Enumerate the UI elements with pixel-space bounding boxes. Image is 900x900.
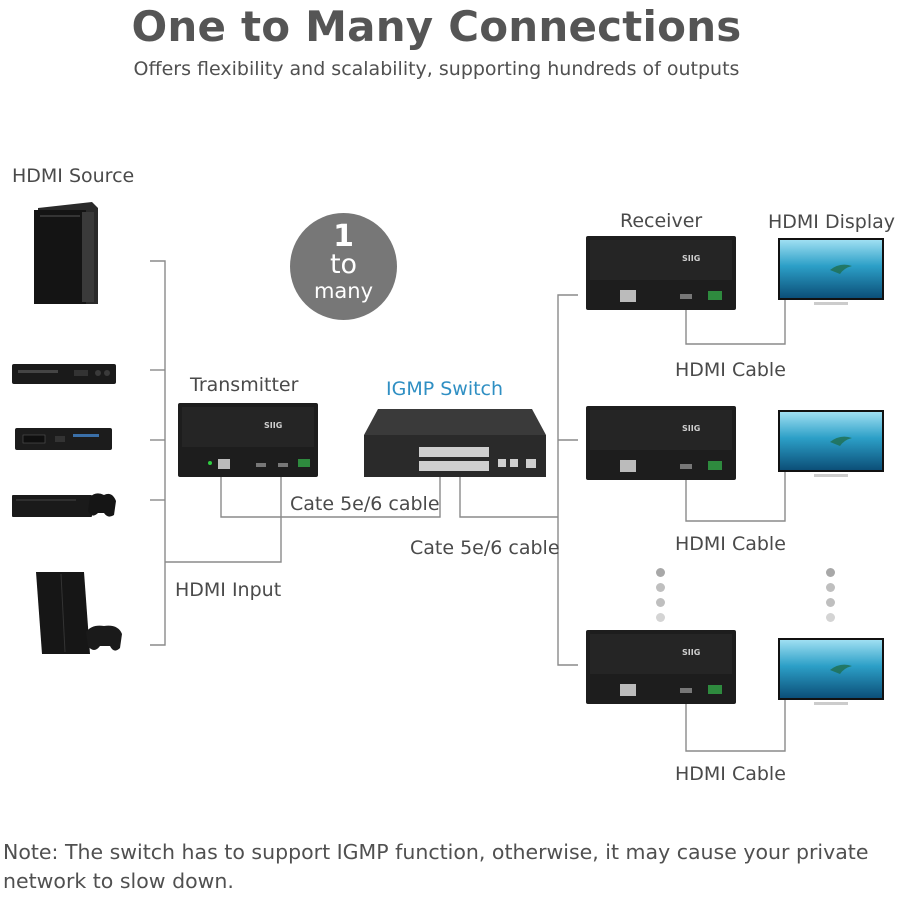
receiver-2-rj45-port <box>620 460 636 472</box>
receiver-device-1: SIIG <box>586 236 736 310</box>
page-subtitle: Offers flexibility and scalability, supp… <box>133 58 740 80</box>
display-monitor-1 <box>778 238 884 305</box>
igmp-switch-label: IGMP Switch <box>386 378 504 400</box>
display-ellipsis <box>826 568 835 622</box>
receiver-3-top <box>590 634 732 674</box>
one-to-many-badge: 1 to many <box>290 213 397 320</box>
receiver-3-ir-port <box>708 685 722 694</box>
cat-cable-label-switch: Cate 5e/6 cable <box>410 537 560 559</box>
receiver-3-rj45-port <box>620 684 636 696</box>
set-top-box-icon <box>15 428 112 450</box>
receiver-1-rj45-port <box>620 290 636 302</box>
switch-out-line <box>459 477 558 518</box>
igmp-switch-device <box>364 409 546 477</box>
transmitter-cat-line <box>220 470 441 518</box>
receiver-label: Receiver <box>620 210 703 232</box>
badge-line-2: many <box>313 279 374 303</box>
hdmi-cable-label-1: HDMI Cable <box>675 359 786 381</box>
hdmi-input-line <box>165 473 282 563</box>
receiver-2-top <box>590 410 732 450</box>
transmitter-device: SIIG <box>178 403 318 477</box>
hdmi-cable-label-3: HDMI Cable <box>675 763 786 785</box>
hdmi-cable-line-1 <box>685 300 786 345</box>
receiver-1-logo: SIIG <box>682 254 701 263</box>
hdmi-input-label: HDMI Input <box>175 579 282 601</box>
cat-cable-label-tx: Cate 5e/6 cable <box>290 493 440 515</box>
hdmi-cable-line-3 <box>685 700 786 752</box>
transmitter-led <box>208 461 212 465</box>
page-title: One to Many Connections <box>131 2 742 51</box>
receiver-1-hdmi-port <box>680 294 692 299</box>
transmitter-top <box>182 407 314 447</box>
display-monitor-2 <box>778 410 884 477</box>
receiver-ellipsis <box>656 568 665 622</box>
footnote: Note: The switch has to support IGMP fun… <box>3 840 869 893</box>
hdmi-cable-label-2: HDMI Cable <box>675 533 786 555</box>
playstation-console-icon <box>36 572 122 654</box>
badge-line-1: to <box>329 249 358 280</box>
receiver-1-top <box>590 240 732 280</box>
receiver-device-2: SIIG <box>586 406 736 480</box>
hdmi-cable-line-2 <box>685 470 786 522</box>
transmitter-ir-port <box>298 459 310 467</box>
display-monitor-3 <box>778 638 884 705</box>
receiver-trunk-line <box>557 294 578 666</box>
receiver-2-logo: SIIG <box>682 424 701 433</box>
transmitter-rj45-port <box>218 459 230 469</box>
receiver-device-3: SIIG <box>586 630 736 704</box>
transmitter-hdmi-in <box>278 463 288 467</box>
receiver-2-hdmi-port <box>680 464 692 469</box>
badge-number: 1 <box>333 219 354 254</box>
transmitter-hdmi-out <box>256 463 266 467</box>
transmitter-logo: SIIG <box>264 421 283 430</box>
receiver-3-hdmi-port <box>680 688 692 693</box>
pc-tower-icon <box>34 202 98 304</box>
receiver-2-ir-port <box>708 461 722 470</box>
transmitter-label: Transmitter <box>190 374 299 396</box>
hdmi-source-label: HDMI Source <box>12 165 135 187</box>
source-bracket-line <box>150 260 166 646</box>
hdmi-display-label: HDMI Display <box>768 211 895 233</box>
dvd-player-icon <box>12 364 116 384</box>
receiver-1-ir-port <box>708 291 722 300</box>
receiver-3-logo: SIIG <box>682 648 701 657</box>
game-console-icon <box>12 493 116 517</box>
